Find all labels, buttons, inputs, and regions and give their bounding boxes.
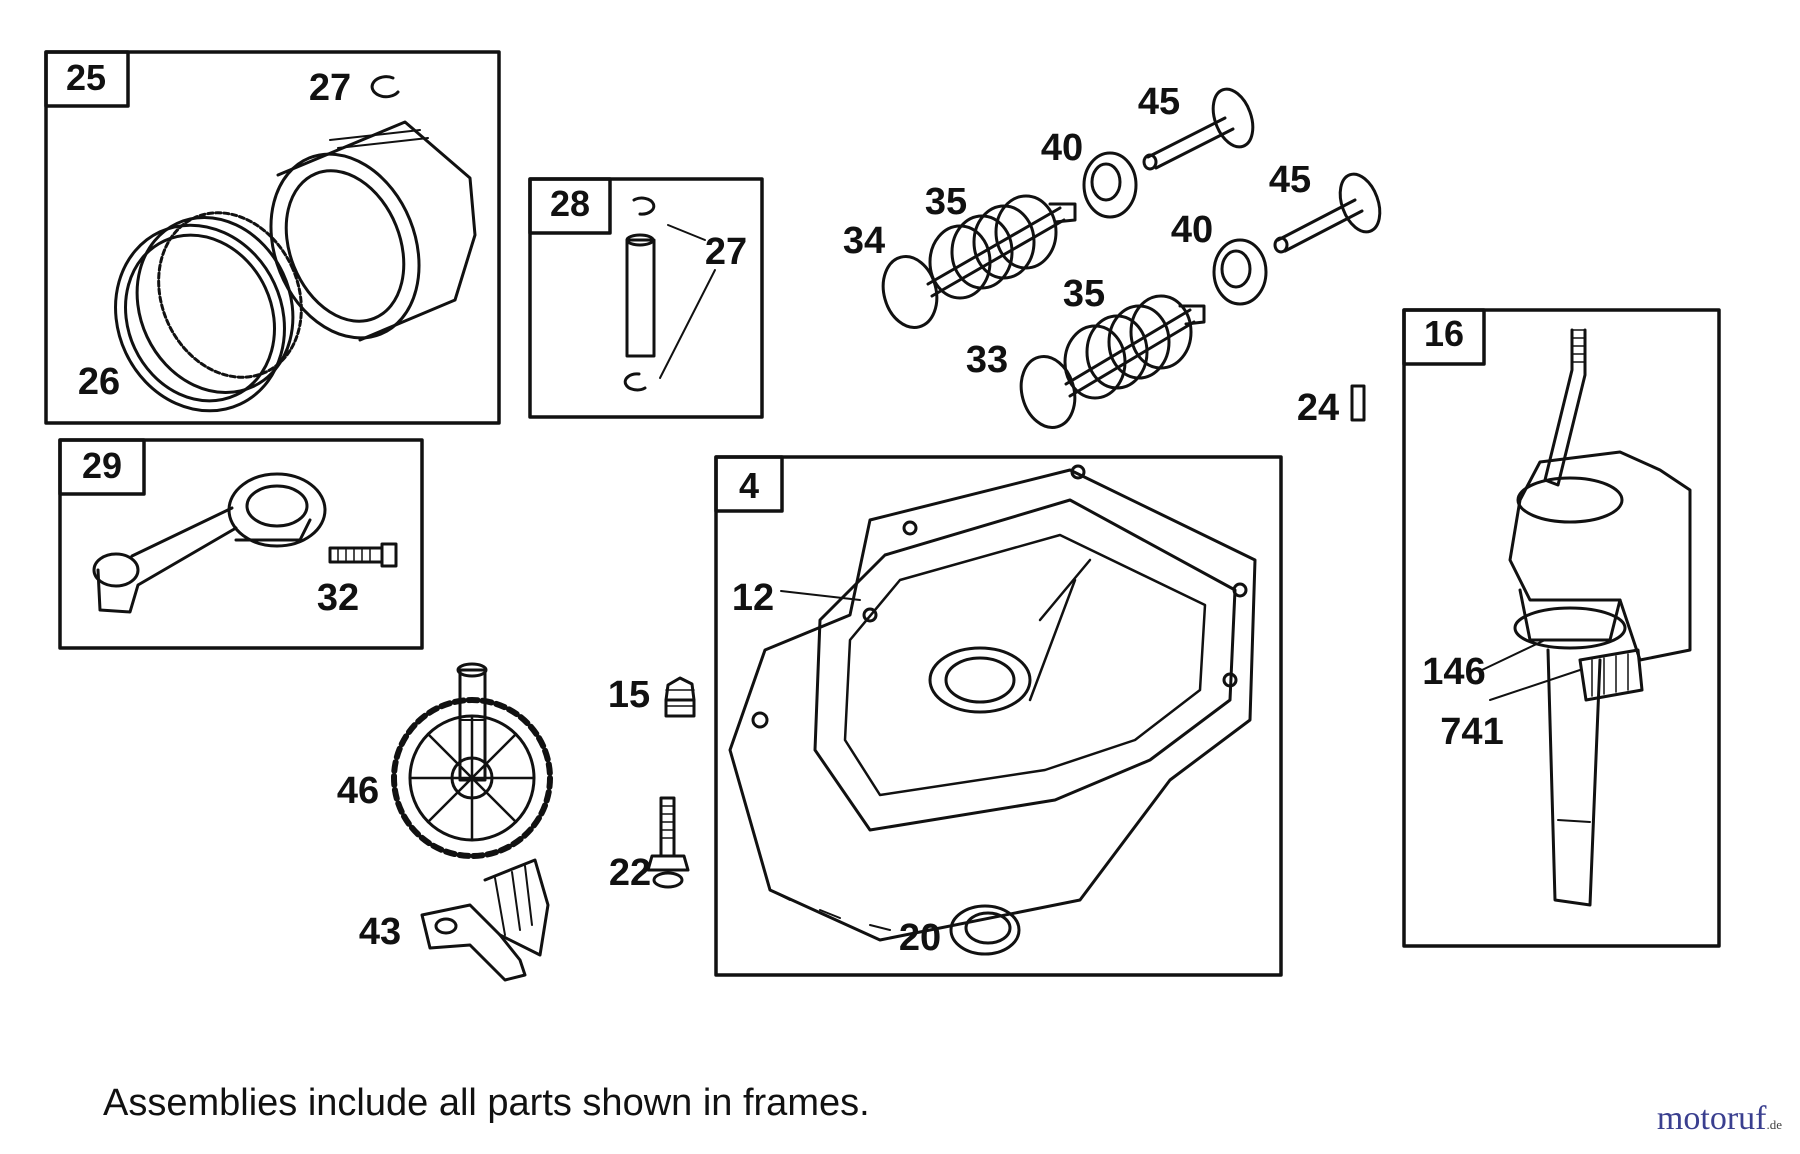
callout-screw: 22 (609, 852, 651, 894)
callout-piston-retainer: 27 (309, 67, 351, 109)
callout-plug: 15 (608, 674, 650, 716)
watermark-main: motoruf (1656, 1100, 1767, 1137)
tappet-upper (1142, 87, 1255, 171)
plug-part (664, 676, 696, 718)
frame-piston-pin (528, 177, 764, 419)
frame-piston (44, 50, 501, 425)
callout-tappet-upper: 45 (1138, 81, 1180, 123)
piston-ring-set (114, 211, 303, 413)
watermark-suffix: .de (1766, 1117, 1782, 1132)
spring-retainer-lower (1212, 238, 1268, 306)
frame-connecting-rod (58, 438, 424, 650)
valve-spring-lower (1063, 294, 1193, 400)
piston-pin (625, 233, 656, 358)
callout-piston-rings: 26 (78, 361, 120, 403)
valve-group (881, 87, 1382, 429)
callout-cam-gear: 46 (337, 770, 379, 812)
connecting-rod (92, 472, 327, 614)
callout-key: 24 (1297, 387, 1339, 429)
frame-sump (714, 455, 1283, 977)
callout-rod-bolt: 32 (317, 577, 359, 619)
pin-clip-top (632, 196, 656, 216)
frame-number-piston-pin: 28 (550, 183, 590, 224)
assemblies-footnote: Assemblies include all parts shown in fr… (103, 1082, 870, 1124)
sump-body (728, 464, 1257, 942)
frame-number-piston: 25 (66, 57, 106, 98)
callout-crank-gear: 741 (1440, 711, 1503, 753)
frame-number-sump: 4 (739, 465, 759, 506)
callout-valve-spring-lower: 35 (1063, 273, 1105, 315)
callout-sump-gasket: 12 (732, 577, 774, 619)
watermark-logo: motoruf.de (1657, 1100, 1782, 1138)
callout-gear-key: 146 (1422, 651, 1485, 693)
callout-spring-retainer-upper: 40 (1041, 127, 1083, 169)
retainer-clip (370, 75, 400, 99)
callout-pin-retainer: 27 (705, 231, 747, 273)
callout-intake-valve: 34 (843, 220, 885, 262)
exhaust-valve (1019, 304, 1206, 429)
rod-bolt (328, 542, 398, 568)
frame-number-crankshaft: 16 (1424, 313, 1464, 354)
spring-retainer-upper (1082, 151, 1138, 219)
screw-part (646, 796, 690, 889)
key-part (1350, 384, 1366, 422)
callout-spring-retainer-lower: 40 (1171, 209, 1213, 251)
frame-number-connecting-rod: 29 (82, 445, 122, 486)
valve-spring-upper (928, 194, 1058, 300)
callout-oil-seal: 20 (899, 917, 941, 959)
piston-part (269, 120, 477, 342)
cam-gear-part (391, 662, 553, 859)
pin-clip-bottom (623, 372, 647, 392)
crankshaft-part (1508, 328, 1692, 907)
callout-tappet-lower: 45 (1269, 159, 1311, 201)
governor-part (420, 858, 550, 982)
callout-governor: 43 (359, 911, 401, 953)
intake-valve (881, 202, 1077, 329)
callout-exhaust-valve: 33 (966, 339, 1008, 381)
frame-crankshaft (1402, 308, 1721, 948)
oil-seal (949, 904, 1021, 956)
callout-valve-spring-upper: 35 (925, 181, 967, 223)
tappet-lower (1273, 172, 1382, 254)
